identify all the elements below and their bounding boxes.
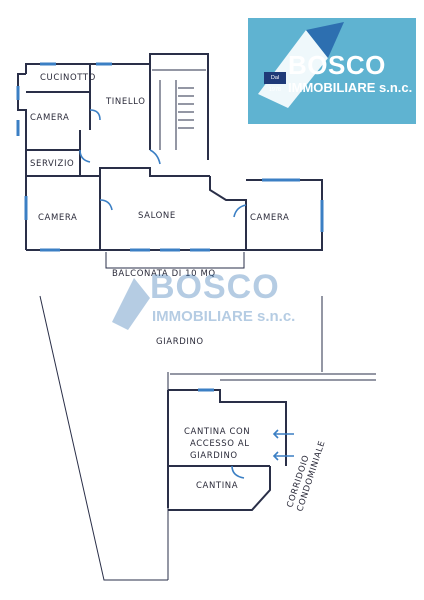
company-logo: Dal 1978 BOSCO IMMOBILIARE s.n.c.: [248, 18, 416, 124]
label-cantina-accesso-1: CANTINA CON: [184, 427, 250, 437]
label-cucinotto: CUCINOTTO: [40, 73, 96, 83]
watermark-subtitle: IMMOBILIARE s.n.c.: [152, 308, 296, 325]
label-salone: SALONE: [138, 211, 176, 221]
logo-brand: BOSCO: [288, 50, 386, 80]
apartment-windows: [16, 62, 324, 252]
apartment-doors: [79, 109, 247, 218]
label-camera-top: CAMERA: [30, 113, 69, 123]
watermark-mark: [112, 278, 150, 330]
corridor-arrows: [272, 429, 294, 461]
label-cantina-accesso-3: GIARDINO: [190, 451, 238, 461]
label-balconata: BALCONATA DI 10 MQ: [112, 269, 216, 279]
logo-background: [248, 18, 416, 124]
label-camera-right: CAMERA: [250, 213, 289, 223]
cantina-walls: [167, 379, 376, 511]
logo-tag: Dal 1978: [264, 72, 286, 93]
label-tinello: TINELLO: [105, 97, 146, 107]
label-camera-left: CAMERA: [38, 213, 77, 223]
label-servizio: SERVIZIO: [30, 159, 74, 169]
watermark-brand: BOSCO: [150, 268, 280, 306]
label-cantina-accesso-2: ACCESSO AL: [190, 439, 250, 449]
garden-outline: [39, 295, 376, 581]
logo-subtitle: IMMOBILIARE s.n.c.: [288, 80, 413, 95]
label-giardino: GIARDINO: [156, 337, 204, 347]
label-cantina: CANTINA: [196, 481, 238, 491]
watermark: BOSCO IMMOBILIARE s.n.c.: [110, 268, 330, 338]
